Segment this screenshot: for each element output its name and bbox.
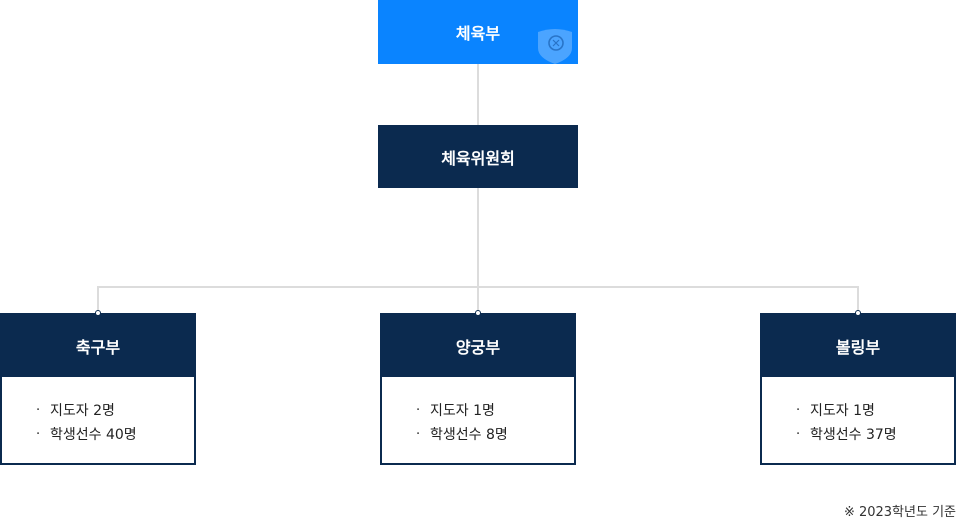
committee-node: 체육위원회 <box>378 125 578 188</box>
top-node-title: 체육부 <box>455 24 501 43</box>
connector-dot-center <box>475 310 481 316</box>
bullet-dot: · <box>796 402 801 418</box>
dept-bowling-body: · 지도자 1명 · 학생선수 37명 <box>762 377 954 446</box>
dept-archery: 양궁부 · 지도자 1명 · 학생선수 8명 <box>380 313 576 465</box>
dept-soccer-head: 축구부 <box>2 315 194 377</box>
footnote: ※ 2023학년도 기준 <box>843 505 956 520</box>
top-node: 체육부 <box>378 0 578 64</box>
dept-archery-name: 양궁부 <box>455 338 501 357</box>
dept-bowling-athletes: 학생선수 37명 <box>810 427 897 443</box>
dept-bowling-coach: 지도자 1명 <box>810 403 875 419</box>
connector-committee-down <box>477 188 479 286</box>
connector-left-drop <box>97 286 99 314</box>
bullet-dot: · <box>796 426 801 442</box>
dept-archery-athletes: 학생선수 8명 <box>430 427 508 443</box>
dept-archery-athletes-row: · 학생선수 8명 <box>416 422 574 446</box>
shield-emblem-icon <box>538 29 572 64</box>
bullet-dot: · <box>36 426 41 442</box>
dept-soccer: 축구부 · 지도자 2명 · 학생선수 40명 <box>0 313 196 465</box>
dept-archery-coach-row: · 지도자 1명 <box>416 398 574 422</box>
dept-soccer-athletes: 학생선수 40명 <box>50 427 137 443</box>
dept-bowling-name: 볼링부 <box>835 338 881 357</box>
dept-bowling-head: 볼링부 <box>762 315 954 377</box>
connector-right-drop <box>857 286 859 314</box>
dept-bowling-athletes-row: · 학생선수 37명 <box>796 422 954 446</box>
dept-bowling-coach-row: · 지도자 1명 <box>796 398 954 422</box>
dept-soccer-body: · 지도자 2명 · 학생선수 40명 <box>2 377 194 446</box>
dept-soccer-name: 축구부 <box>75 338 121 357</box>
dept-bowling: 볼링부 · 지도자 1명 · 학생선수 37명 <box>760 313 956 465</box>
connector-dot-left <box>95 310 101 316</box>
connector-center-drop <box>477 286 479 314</box>
dept-soccer-athletes-row: · 학생선수 40명 <box>36 422 194 446</box>
bullet-dot: · <box>416 402 421 418</box>
bullet-dot: · <box>36 402 41 418</box>
dept-archery-body: · 지도자 1명 · 학생선수 8명 <box>382 377 574 446</box>
dept-soccer-coach: 지도자 2명 <box>50 403 115 419</box>
connector-top-committee <box>477 64 479 125</box>
dept-archery-coach: 지도자 1명 <box>430 403 495 419</box>
bullet-dot: · <box>416 426 421 442</box>
dept-soccer-coach-row: · 지도자 2명 <box>36 398 194 422</box>
committee-node-title: 체육위원회 <box>441 148 515 168</box>
connector-dot-right <box>855 310 861 316</box>
dept-archery-head: 양궁부 <box>382 315 574 377</box>
